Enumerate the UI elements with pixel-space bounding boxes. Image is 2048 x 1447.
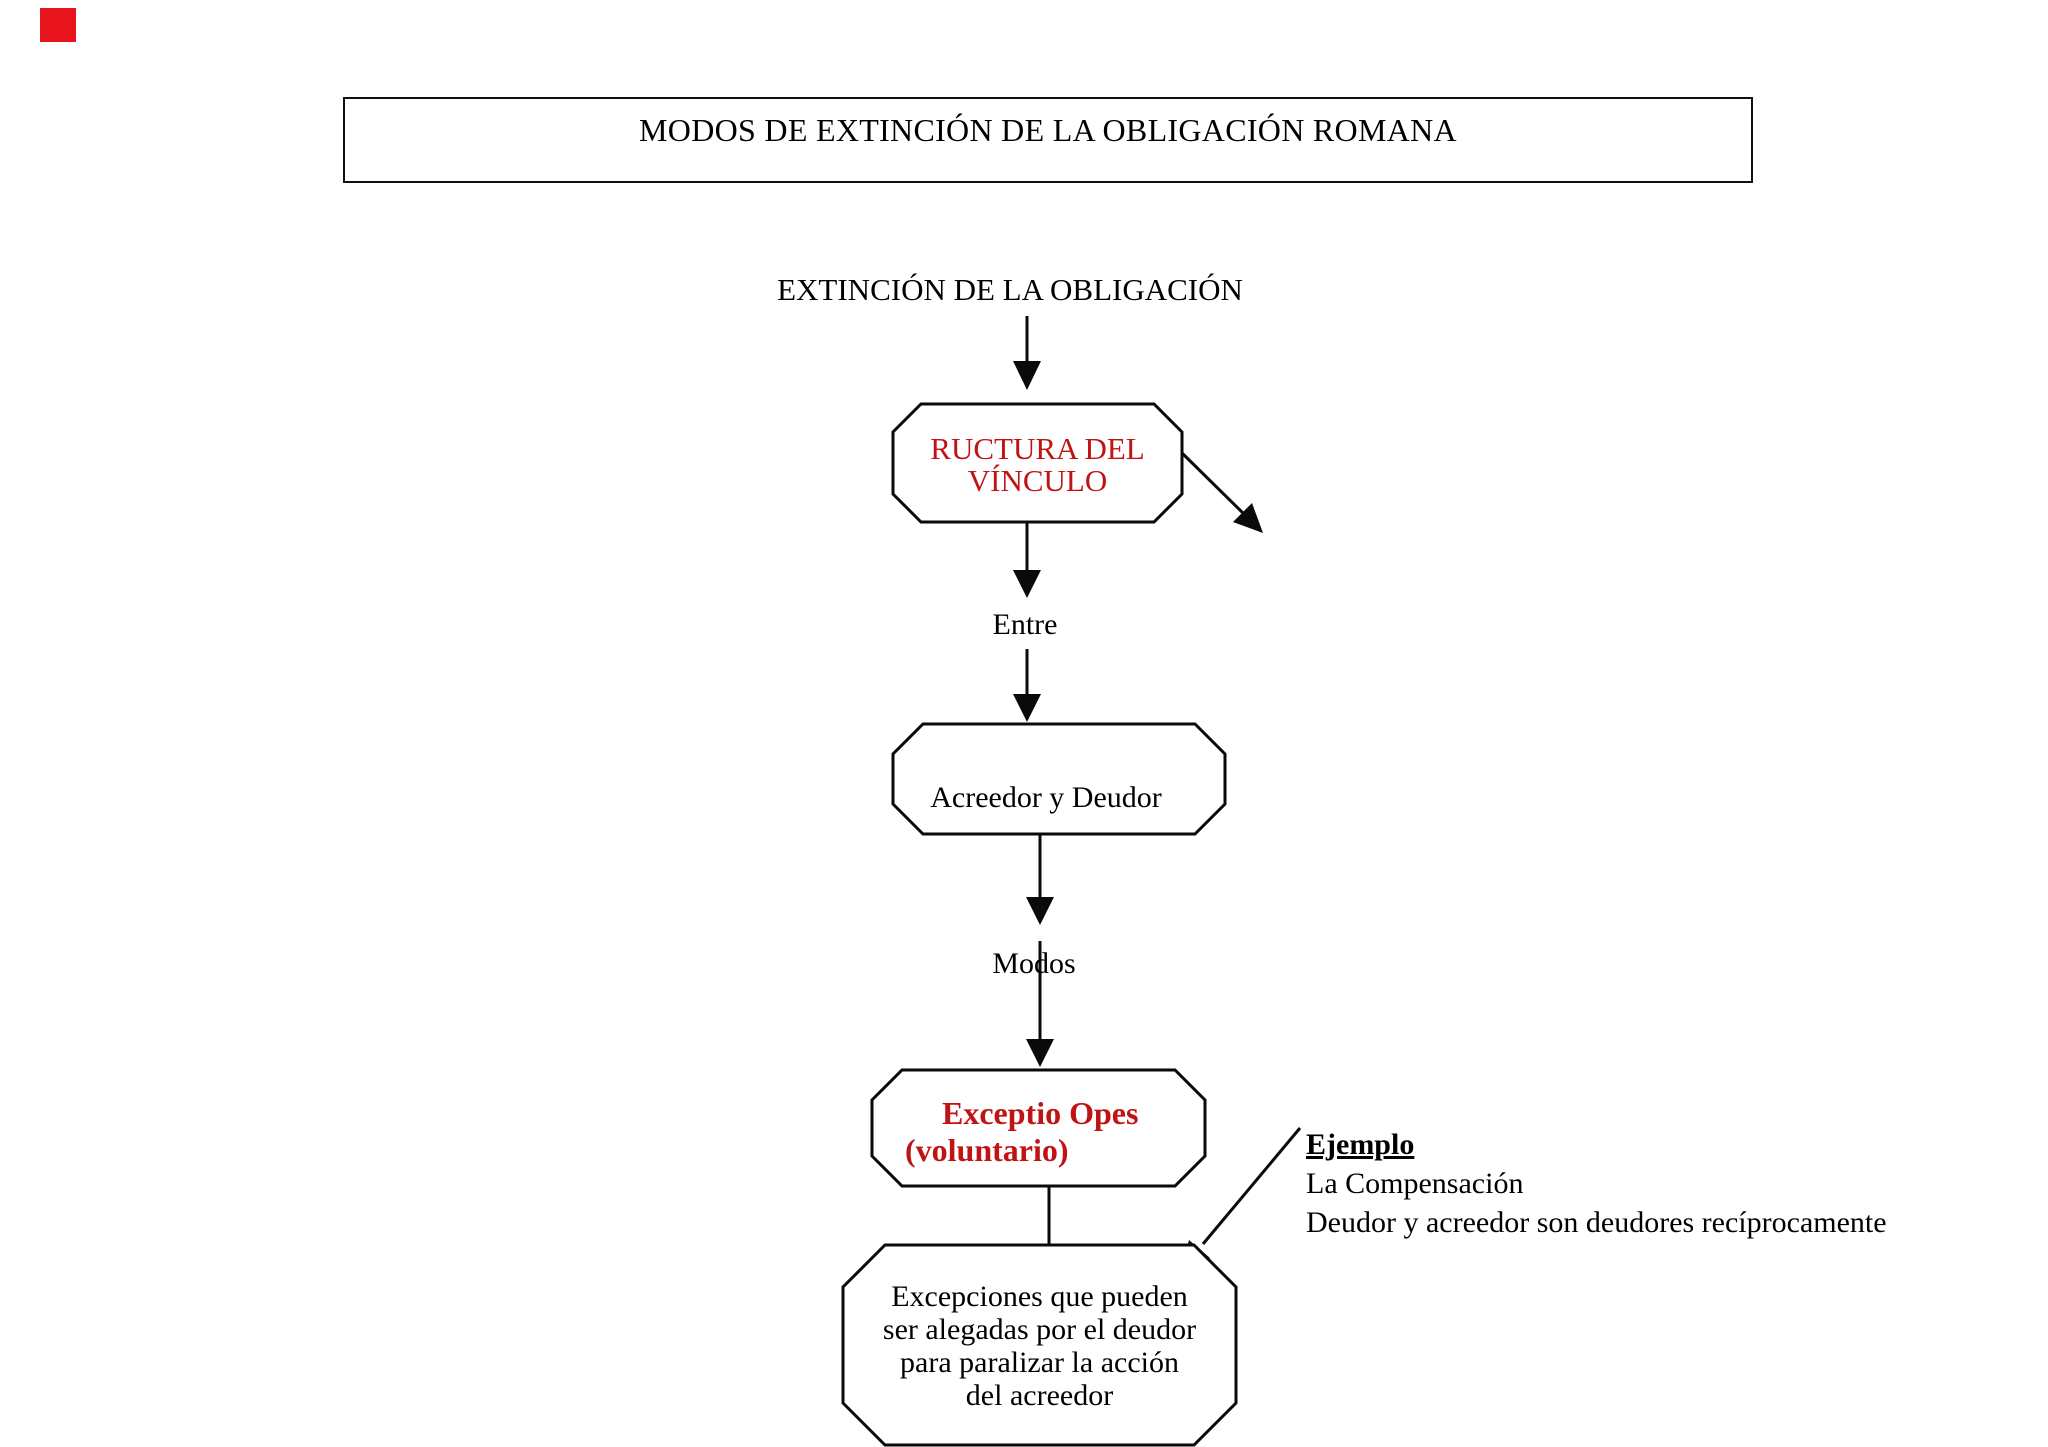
ejemplo-heading: Ejemplo [1306, 1128, 1415, 1161]
node-excepciones-line4: del acreedor [965, 1379, 1114, 1412]
octagon-exceptio [870, 1068, 1207, 1188]
page-title: MODOS DE EXTINCIÓN DE LA OBLIGACIÓN ROMA… [639, 112, 1457, 148]
arrowhead-entre-to-acreedor [1013, 694, 1041, 722]
arrowhead-root-to-ructura [1013, 361, 1041, 390]
arrowhead-acreedor-to-modos [1026, 897, 1054, 925]
diagonal-arrowhead-right [1233, 503, 1263, 533]
node-excepciones-label: Excepciones que pueden ser alegadas por … [843, 1280, 1236, 1412]
node-exceptio-line1: Exceptio Opes [942, 1095, 1139, 1131]
node-ructura-line1: RUCTURA DEL [930, 431, 1145, 466]
ejemplo-line1: La Compensación [1306, 1167, 1524, 1200]
ejemplo-line2: Deudor y acreedor son deudores recíproca… [1306, 1206, 1887, 1239]
node-excepciones-line3: para paralizar la acción [900, 1346, 1179, 1379]
root-label: EXTINCIÓN DE LA OBLIGACIÓN [777, 272, 1243, 307]
node-excepciones-line1: Excepciones que pueden [891, 1280, 1188, 1313]
node-ructura-label: RUCTURA DEL VÍNCULO [893, 433, 1182, 497]
red-marker-square [40, 8, 76, 42]
edge-label-modos: Modos [992, 947, 1076, 980]
ejemplo-block: Ejemplo La Compensación Deudor y acreedo… [1306, 1125, 1887, 1242]
title-box: MODOS DE EXTINCIÓN DE LA OBLIGACIÓN ROMA… [343, 97, 1753, 183]
arrowhead-modos-to-exceptio [1026, 1039, 1054, 1067]
diagonal-arrow-shaft-ejemplo [1201, 1127, 1302, 1245]
arrowhead-ructura-to-entre [1013, 570, 1041, 598]
diagonal-arrow-shaft-right [1180, 451, 1248, 518]
node-excepciones-line2: ser alegadas por el deudor [882, 1313, 1197, 1346]
node-ructura-line2: VÍNCULO [967, 463, 1108, 498]
node-acreedor-label: Acreedor y Deudor [930, 781, 1162, 814]
node-exceptio-line2: (voluntario) [905, 1132, 1069, 1168]
octagon-ructura [891, 402, 1184, 524]
octagon-acreedor [891, 722, 1227, 836]
node-exceptio-label: Exceptio Opes (voluntario) [905, 1095, 1205, 1169]
edge-label-entre: Entre [992, 608, 1058, 641]
octagon-excepciones [841, 1243, 1238, 1447]
